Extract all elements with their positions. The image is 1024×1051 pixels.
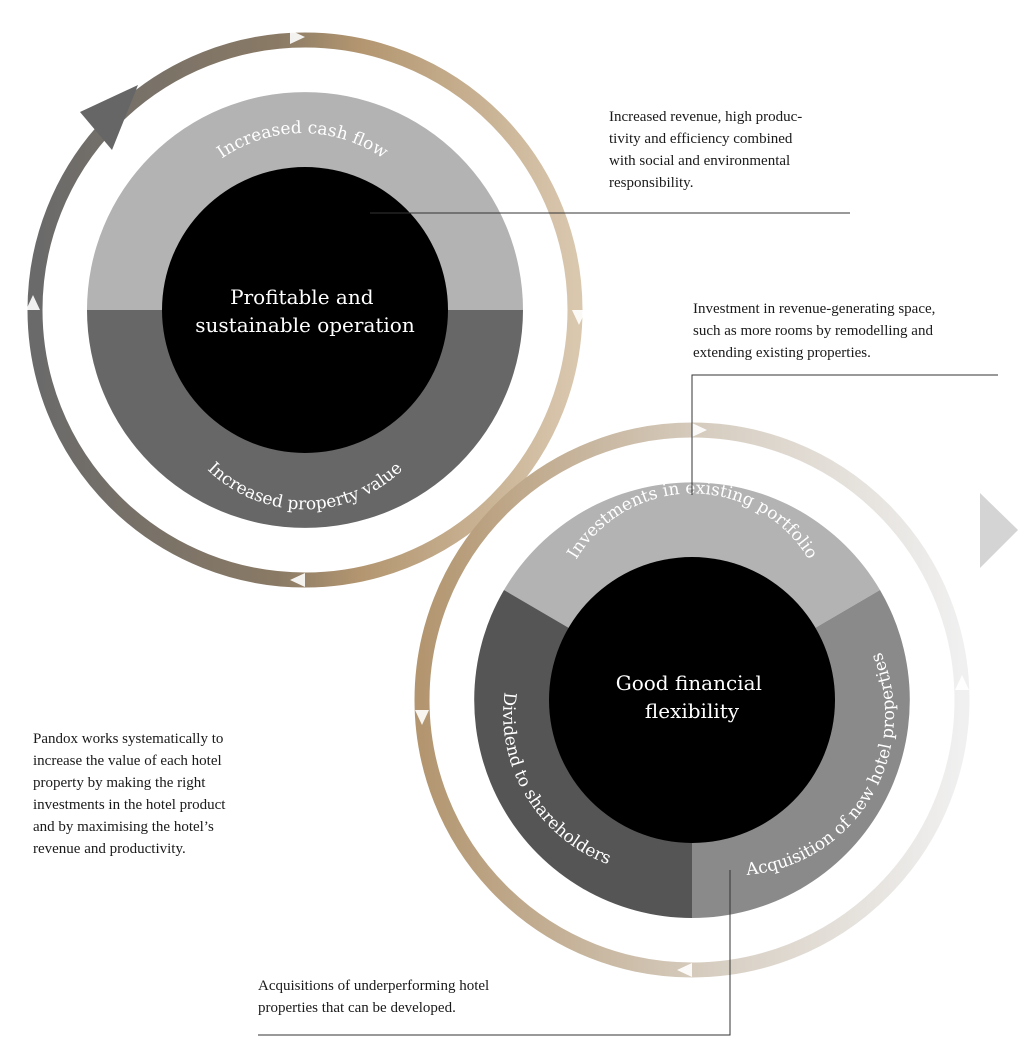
top-cycle-ring (26, 30, 586, 588)
cycle-direction-arrow (80, 85, 138, 150)
bottom-cycle-disc: Investments in existing portfolio Divide… (474, 478, 910, 918)
ring-chevron-marker (677, 963, 692, 977)
ring-chevron-marker (290, 573, 305, 587)
note-investment-revenue-space: Investment in revenue-generating space, … (693, 301, 936, 361)
core-circle (162, 167, 448, 453)
ring-chevron-marker (415, 710, 429, 725)
core-circle (549, 557, 835, 843)
next-page-arrow-icon[interactable] (980, 493, 1018, 568)
ring-chevron-marker (290, 30, 305, 44)
note-increased-revenue: Increased revenue, high produc- tivity a… (609, 109, 803, 191)
note-acquisitions-underperforming: Acquisitions of underperforming hotel pr… (258, 978, 490, 1016)
leader-line-acquisitions (258, 870, 731, 1036)
ring-chevron-marker (692, 423, 707, 437)
top-cycle-disc: Increased cash flow Increased property v… (87, 92, 523, 528)
core-title-profitable: Profitable and sustainable operation (195, 285, 415, 337)
ring-chevron-marker (955, 675, 969, 690)
ring-chevron-marker (26, 295, 40, 310)
ring-chevron-marker (572, 310, 586, 325)
core-title-financial-flexibility: Good financial flexibility (616, 671, 769, 723)
note-pandox-approach: Pandox works systematically to increase … (33, 731, 226, 857)
leader-lines (258, 212, 998, 1036)
leader-line-investment (691, 374, 998, 495)
